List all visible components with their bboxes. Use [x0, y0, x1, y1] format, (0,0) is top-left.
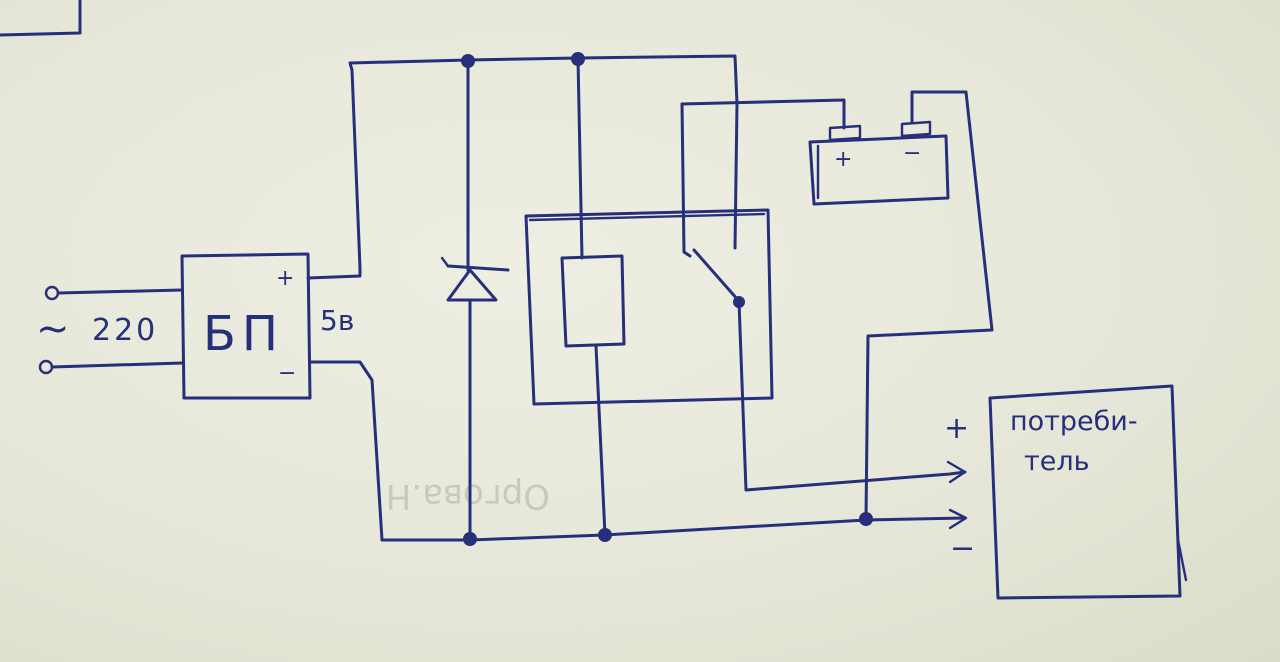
psu-output-label: 5в [320, 304, 354, 337]
load-block [988, 384, 1182, 600]
relay-coil [560, 254, 626, 348]
battery-minus-label: − [903, 141, 921, 166]
ac-wire-top [56, 288, 184, 295]
psu-plus-label: + [276, 266, 294, 291]
load-plus-label: + [944, 411, 969, 446]
battery-body [808, 134, 950, 206]
battery-plus-wire [680, 98, 846, 130]
relay-enclosure-double-line [528, 212, 766, 222]
diode-bar-tick [440, 256, 450, 268]
load-positive-arrow [946, 460, 967, 484]
load-negative-arrow [948, 508, 968, 530]
positive-top-bus [306, 54, 739, 280]
ac-voltage-label: 220 [92, 313, 158, 348]
power-supply-block [180, 252, 312, 400]
load-label-line1: потреби- [1010, 406, 1138, 437]
ac-terminal-bottom [38, 359, 54, 375]
battery-minus-post [900, 120, 932, 138]
contact-fixed-wire [733, 102, 739, 250]
relay-enclosure [524, 208, 774, 406]
diode-triangle [446, 268, 498, 302]
switch-to-load-wire [737, 300, 967, 492]
battery-minus-wire [864, 90, 994, 521]
coil-wire-bottom [594, 344, 607, 537]
ac-terminal-top [44, 285, 60, 301]
contact-nc-wire [680, 102, 692, 258]
corner-frame-fragment [0, 0, 82, 37]
load-minus-label: − [950, 531, 975, 566]
bleed-through-text: Оргова.Н [386, 476, 550, 516]
negative-bottom-bus [308, 360, 967, 542]
relay-switch-blade [692, 248, 740, 302]
battery-plus-post [828, 124, 862, 142]
battery-plus-label: + [834, 147, 852, 172]
power-supply-label: БП [203, 306, 284, 362]
diode-bar [446, 264, 510, 272]
ac-wire-bottom [50, 361, 184, 369]
load-block-stroke [1176, 538, 1188, 582]
psu-minus-label: − [278, 361, 296, 386]
ac-symbol-label: ~ [36, 306, 70, 352]
load-label-line2: тель [1024, 446, 1090, 477]
coil-wire-top [576, 57, 584, 260]
